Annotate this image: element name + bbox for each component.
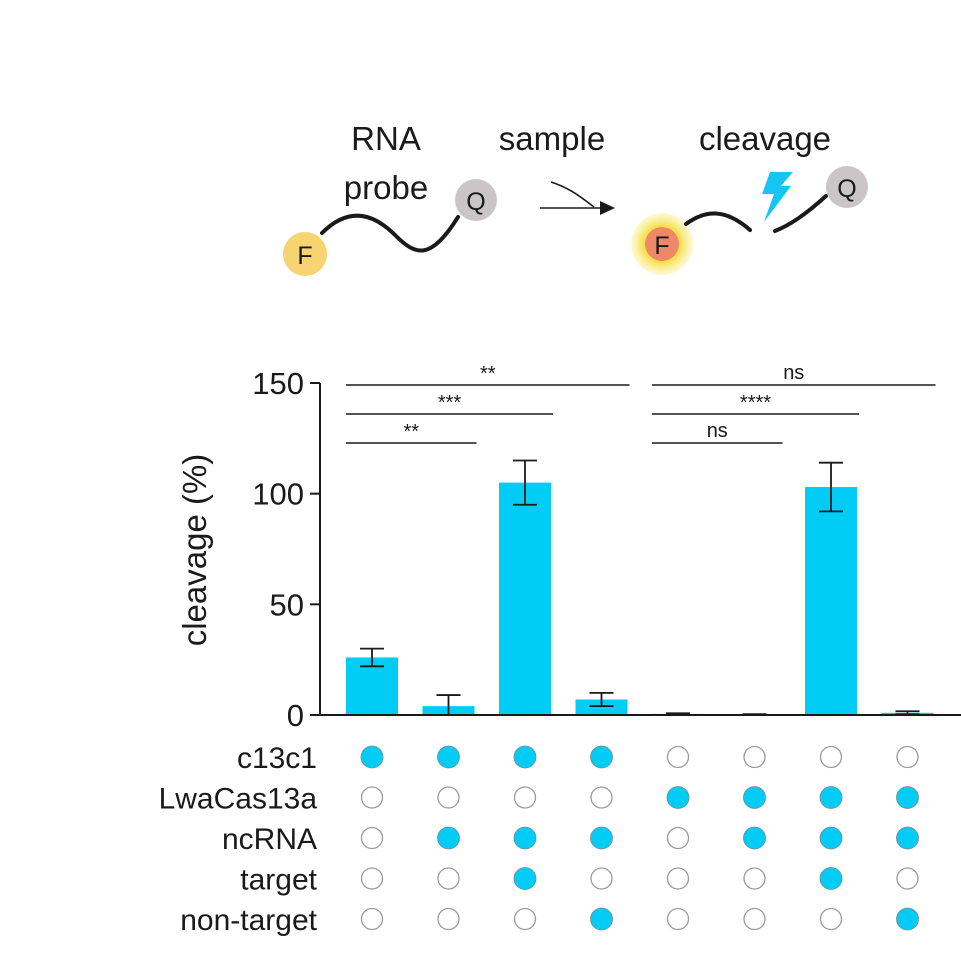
condition-dot-filled (360, 745, 384, 769)
condition-dot-empty (819, 907, 843, 931)
condition-dot-empty (590, 867, 613, 890)
condition-dot-empty (666, 867, 690, 890)
condition-dot-empty (743, 867, 766, 890)
significance-brackets: *******ns****ns (346, 362, 936, 444)
bars (346, 482, 934, 716)
bar (575, 699, 628, 715)
bar (805, 487, 857, 715)
condition-dot-empty (896, 867, 919, 890)
condition-dot-filled (743, 786, 766, 809)
y-tick-label: 50 (270, 587, 304, 622)
condition-dot-empty (437, 786, 460, 809)
reaction-arrow (540, 181, 615, 215)
condition-dot-filled (819, 826, 843, 850)
bar (499, 482, 551, 715)
lightning-bolt-icon (762, 172, 793, 222)
active-fluorophore-letter: F (654, 232, 669, 260)
significance-label: ** (403, 421, 419, 443)
y-axis-ticks: 0 50 100 150 (252, 366, 320, 733)
condition-dot-empty (360, 867, 384, 890)
condition-dot-empty (437, 867, 460, 890)
condition-dot-filled (513, 826, 537, 850)
sample-label: sample (499, 120, 605, 157)
condition-dot-empty (590, 786, 613, 809)
fluorophore-circle (283, 232, 327, 276)
condition-dot-filled (743, 826, 766, 850)
probe-label-line-2: probe (344, 169, 428, 206)
cleaved-strand-right (773, 194, 828, 233)
condition-dot-filled (819, 786, 843, 809)
condition-dot-empty (437, 907, 460, 931)
y-tick-label: 150 (252, 366, 304, 401)
y-tick-label: 0 (287, 698, 304, 733)
quencher-circle (455, 179, 497, 221)
condition-dot-filled (819, 867, 843, 890)
condition-dot-empty (360, 786, 384, 809)
condition-dot-filled (590, 745, 613, 769)
condition-dot-filled (666, 786, 690, 809)
condition-dot-empty (666, 907, 690, 931)
released-quencher-circle (826, 166, 868, 208)
condition-row-label: LwaCas13a (159, 783, 318, 816)
probe-label-line-1: RNA (351, 120, 421, 157)
condition-row-label: non-target (180, 904, 317, 937)
cleaved-strand-left (684, 211, 752, 232)
condition-dot-empty (819, 745, 843, 769)
condition-dot-filled (896, 786, 919, 809)
significance-label: **** (740, 392, 771, 414)
y-axis-label: cleavage (%) (176, 454, 213, 647)
condition-dot-empty (513, 786, 537, 809)
condition-dot-empty (666, 745, 690, 769)
condition-dot-empty (360, 826, 384, 850)
released-quencher-letter: Q (837, 175, 856, 203)
condition-dot-empty (360, 907, 384, 931)
condition-dot-empty (666, 826, 690, 850)
condition-dot-filled (590, 907, 613, 931)
active-fluorophore-circle (645, 227, 679, 261)
intact-probe-strand (320, 213, 460, 253)
condition-dot-filled (437, 745, 460, 769)
condition-row-label: target (240, 864, 317, 897)
significance-label: ns (707, 420, 728, 442)
condition-row-label: c13c1 (237, 742, 317, 775)
condition-dot-empty (513, 907, 537, 931)
condition-dot-empty (743, 907, 766, 931)
condition-row-label: ncRNA (222, 823, 317, 856)
condition-dot-filled (513, 867, 537, 890)
cleavage-label: cleavage (699, 120, 831, 157)
condition-dot-filled (896, 826, 919, 850)
significance-label: ** (480, 363, 496, 385)
condition-dot-filled (590, 826, 613, 850)
condition-dot-filled (513, 745, 537, 769)
schematic: RNA probe sample cleavage F Q F Q (283, 120, 868, 276)
condition-dot-empty (896, 745, 919, 769)
condition-dot-filled (437, 826, 460, 850)
significance-label: ns (783, 362, 804, 384)
significance-label: *** (438, 392, 462, 414)
condition-dot-filled (896, 907, 919, 931)
fluorophore-letter: F (297, 242, 312, 270)
y-tick-label: 100 (252, 477, 304, 512)
quencher-letter: Q (466, 188, 485, 216)
condition-dot-empty (743, 745, 766, 769)
